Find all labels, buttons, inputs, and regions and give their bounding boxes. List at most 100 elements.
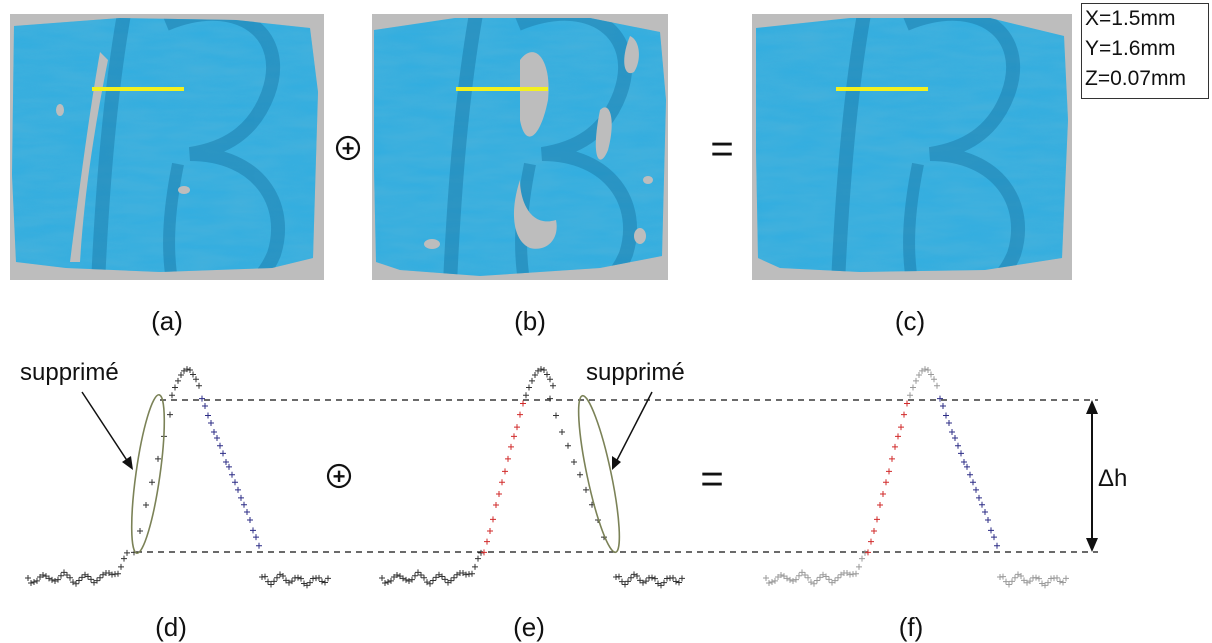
profile-f-point [1000, 573, 1006, 580]
profile-f-point [883, 479, 889, 486]
profile-d-point [268, 581, 274, 588]
profile-d-point [217, 442, 223, 449]
profile-f-point [1036, 575, 1042, 582]
profile-f-point [904, 400, 910, 407]
label-b: (b) [514, 306, 546, 336]
profile-d-point [298, 575, 304, 582]
profile-e-point [616, 573, 622, 580]
profile-f-point [832, 577, 838, 584]
profile-f-point [871, 527, 877, 534]
profile-e-point [475, 555, 481, 562]
profile-f-point [1027, 578, 1033, 585]
profile-e-point [505, 455, 511, 462]
profile-e-point [517, 411, 523, 418]
profile-d-point [169, 392, 175, 399]
removed-label-right: supprimé [586, 359, 685, 386]
profile-f-point [988, 527, 994, 534]
profile-f-point [811, 580, 817, 587]
label-d: (d) [155, 612, 187, 642]
profile-f-point [1018, 573, 1024, 580]
profile-e-point [622, 581, 628, 588]
profile-e-point [502, 468, 508, 475]
profile-f-point [1060, 579, 1066, 586]
profile-e-point [460, 570, 466, 577]
profile-f-point [826, 576, 832, 583]
profile-f-point [889, 455, 895, 462]
profile-e-removed-point [577, 471, 583, 478]
dimension-z: Z=0.07mm [1085, 67, 1186, 90]
profile-e-point [427, 580, 433, 587]
profile-f-point [877, 501, 883, 508]
profile-e-point [649, 574, 655, 581]
profile-d-point [187, 367, 193, 374]
profile-d-point [55, 576, 61, 583]
profile-e-point [403, 576, 409, 583]
profile-f-point [880, 491, 886, 498]
profile-d-point [256, 542, 262, 549]
label-a: (a) [151, 306, 183, 336]
profile-d-point [232, 479, 238, 486]
profile-e-point [439, 573, 445, 580]
profile-f-point [976, 494, 982, 501]
profile-f-point [766, 579, 772, 586]
delta-h-label: Δh [1098, 465, 1127, 492]
profile-d-point [214, 435, 220, 442]
profile-f-point [793, 576, 799, 583]
profile-e-point [496, 491, 502, 498]
profile-f-point [799, 569, 805, 576]
profile-d-point [226, 463, 232, 470]
profile-e-point [547, 376, 553, 383]
profile-e-point [673, 578, 679, 585]
profile-e-point [676, 579, 682, 586]
profile-e-removed-point [571, 458, 577, 465]
profile-f-point [955, 442, 961, 449]
profile-f-point [1063, 575, 1069, 582]
profile-d-point [235, 486, 241, 493]
profile-f-point [856, 563, 862, 570]
profile-d-point [175, 377, 181, 384]
profile-e-point [499, 479, 505, 486]
profile-d-point [199, 395, 205, 402]
profile-f-point [823, 573, 829, 580]
equals-operator-bottom: = [700, 457, 723, 501]
profile-f-point [802, 571, 808, 578]
profile-d-point [304, 582, 310, 589]
profile-d-point [79, 574, 85, 581]
profile-d-point [289, 578, 295, 585]
profile-f-point [925, 367, 931, 374]
profile-f-point [940, 402, 946, 409]
profile-e-point [523, 392, 529, 399]
profile-e-point [400, 575, 406, 582]
profile-f-point [916, 372, 922, 379]
profile-e-point [628, 574, 634, 581]
profile-f-point [868, 538, 874, 545]
profile-e-point [490, 516, 496, 523]
profile-f-point [931, 376, 937, 383]
profile-d-removed-point [167, 411, 173, 418]
profile-e-point [484, 538, 490, 545]
profile-e-point [382, 579, 388, 586]
profile-e-point [412, 572, 418, 579]
profile-d-point [49, 576, 55, 583]
profile-d-point [229, 471, 235, 478]
profile-d-point [325, 575, 331, 582]
profile-d-point [58, 572, 64, 579]
profile-e-point [379, 575, 385, 581]
equals-operator-top: = [710, 127, 733, 171]
profile-d-removed-point [149, 479, 155, 486]
profile-d-point [274, 574, 280, 581]
profile-d-point [193, 376, 199, 383]
profile-e-point [406, 577, 412, 584]
profile-d-point [295, 574, 301, 581]
scan-b [372, 14, 668, 280]
profile-f-point [874, 516, 880, 523]
profile-e-removed-point [547, 395, 553, 402]
profile-f-point [1057, 578, 1063, 585]
profile-f-point [910, 384, 916, 391]
profile-e-point [679, 575, 685, 582]
scan-c [752, 14, 1072, 280]
profile-f-point [844, 570, 850, 577]
delta-h-arrow [1086, 400, 1098, 552]
profile-d-point [190, 371, 196, 378]
